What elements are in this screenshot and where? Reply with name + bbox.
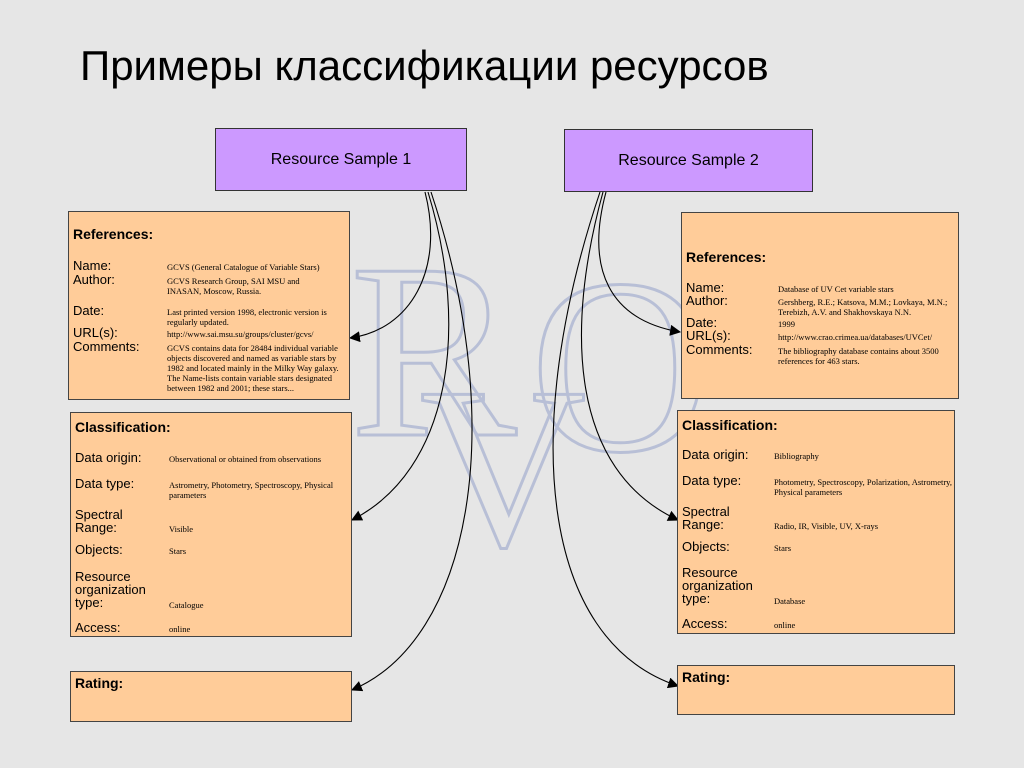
objects-value: Stars	[169, 546, 186, 556]
resource-sample-2-label: Resource Sample 2	[618, 151, 759, 169]
objects-label: Objects:	[75, 542, 123, 557]
name-value: Database of UV Cet variable stars	[778, 284, 894, 294]
arrow-sample1-rating	[350, 191, 473, 692]
data-type-value: Astrometry, Photometry, Spectroscopy, Ph…	[169, 480, 334, 500]
resource-sample-1-label: Resource Sample 1	[270, 150, 412, 168]
data-origin-value: Observational or obtained from observati…	[169, 454, 322, 464]
name-label: Name:	[686, 280, 725, 295]
author-label: Author:	[73, 272, 115, 287]
resource-organization-type-value: Database	[774, 596, 806, 606]
url-value: http://www.crao.crimea.ua/databases/UVCe…	[778, 332, 933, 342]
sample-1-classification-panel: Classification: Data origin: Observation…	[70, 412, 352, 637]
url-label: URL(s):	[686, 328, 731, 343]
objects-value: Stars	[774, 543, 791, 553]
watermark-letter-r: R	[350, 213, 517, 490]
name-label: Name:	[73, 258, 112, 273]
data-origin-label: Data origin:	[682, 447, 749, 462]
spectral-range-value: Radio, IR, Visible, UV, X-rays	[774, 521, 879, 531]
resource-organization-type-label: Resource organization type:	[682, 565, 753, 606]
data-origin-value: Bibliography	[774, 451, 819, 461]
author-label: Author:	[686, 293, 728, 308]
rating-title: Rating:	[682, 669, 731, 685]
access-value: online	[169, 624, 191, 634]
arrow-sample2-classification	[581, 191, 679, 521]
data-origin-label: Data origin:	[75, 450, 142, 465]
watermark-letter-v: V	[420, 340, 586, 595]
comments-value: GCVS contains data for 28484 individual …	[167, 343, 339, 393]
url-value: http://www.sai.msu.su/groups/cluster/gcv…	[167, 329, 314, 339]
arrow-sample1-references	[348, 191, 432, 343]
name-value: GCVS (General Catalogue of Variable Star…	[167, 262, 320, 272]
data-type-label: Data type:	[75, 476, 135, 491]
date-label: Date:	[686, 315, 718, 330]
slide-title: Примеры классификации ресурсов	[80, 42, 769, 89]
resource-sample-2-box: Resource Sample 2	[564, 129, 813, 192]
sample-2-references-panel: References: Name: Database of UV Cet var…	[681, 212, 959, 399]
resource-sample-1-box: Resource Sample 1	[215, 128, 467, 191]
sample-1-references-panel: References: Name: GCVS (General Catalogu…	[68, 211, 350, 400]
arrow-sample1-classification	[351, 191, 450, 521]
resource-organization-type-value: Catalogue	[169, 600, 204, 610]
date-label: Date:	[73, 303, 105, 318]
access-label: Access:	[75, 620, 121, 635]
references-title: References:	[686, 249, 767, 265]
spectral-range-label: Spectral Range:	[682, 504, 730, 532]
data-type-value: Photometry, Spectroscopy, Polarization, …	[774, 477, 952, 497]
access-label: Access:	[682, 616, 728, 631]
arrow-sample2-references	[598, 191, 682, 336]
date-value: Last printed version 1998, electronic ve…	[167, 307, 327, 327]
url-label: URL(s):	[73, 325, 118, 340]
comments-label: Comments:	[686, 342, 753, 357]
author-value: Gershberg, R.E.; Katsova, M.M.; Lovkaya,…	[778, 297, 948, 317]
author-value: GCVS Research Group, SAI MSU and INASAN,…	[167, 276, 300, 296]
spectral-range-label: Spectral Range:	[75, 507, 123, 535]
rating-title: Rating:	[75, 675, 124, 691]
access-value: online	[774, 620, 796, 630]
resource-organization-type-label: Resource organization type:	[75, 569, 146, 610]
sample-2-rating-panel: Rating:	[677, 665, 955, 715]
data-type-label: Data type:	[682, 473, 742, 488]
references-title: References:	[73, 226, 154, 242]
classification-title: Classification:	[682, 417, 778, 433]
sample-2-classification-panel: Classification: Data origin: Bibliograph…	[677, 410, 955, 634]
comments-label: Comments:	[73, 339, 140, 354]
sample-1-rating-panel: Rating:	[70, 671, 352, 722]
objects-label: Objects:	[682, 539, 730, 554]
arrow-sample2-rating	[552, 191, 680, 689]
comments-value: The bibliography database contains about…	[778, 346, 939, 366]
spectral-range-value: Visible	[169, 524, 194, 534]
classification-title: Classification:	[75, 419, 171, 435]
date-value: 1999	[778, 319, 795, 329]
